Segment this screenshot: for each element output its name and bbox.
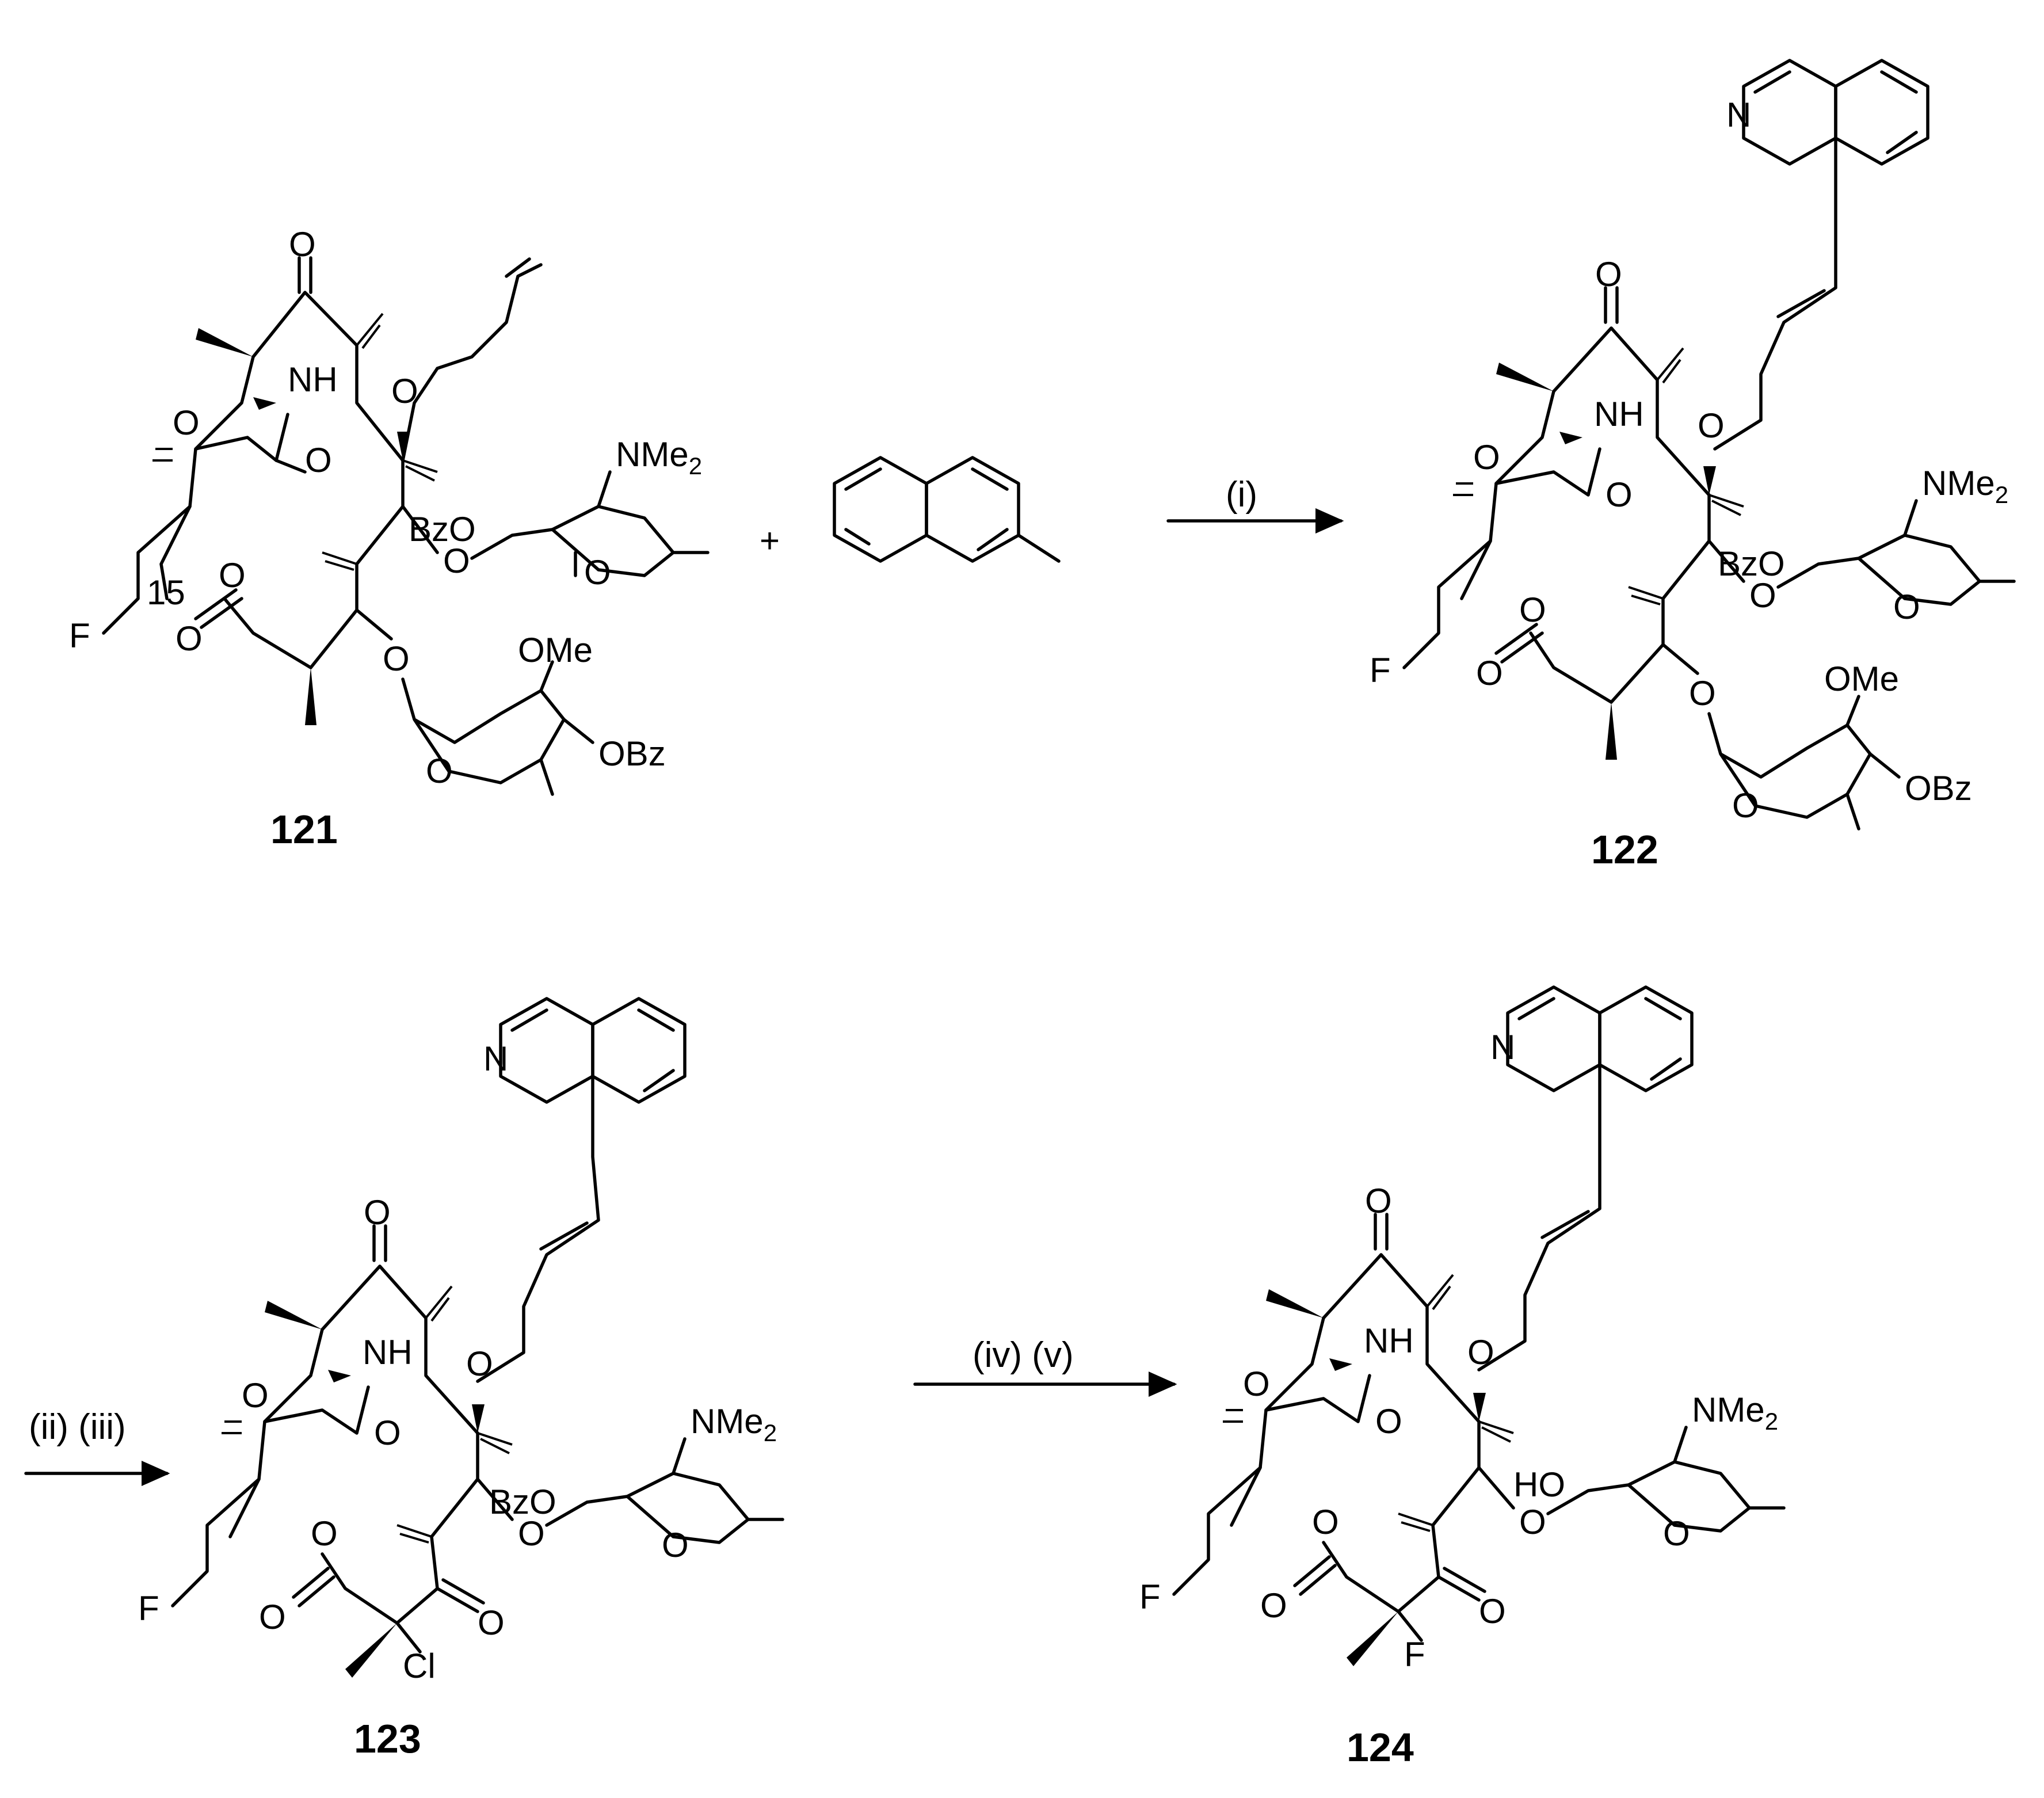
- condition-step-2: (ii) (iii): [29, 1407, 126, 1447]
- c121-carbamate-ring-o-label: O: [173, 403, 200, 442]
- compound-121: O NH O O O O O 15 F BzO NMe2 O O O O OMe…: [69, 225, 710, 852]
- c124-nme2-label: NMe2: [1692, 1391, 1778, 1435]
- c123-desosamine-o1-label: O: [518, 1514, 545, 1553]
- c123-nh-label: NH: [363, 1333, 413, 1372]
- c121-ester-o-label: O: [176, 619, 203, 658]
- compound-122: N O NH O O O O O F BzO NMe2 O O O O OMe …: [1370, 59, 2016, 872]
- c122-carbamate-ring-o-label: O: [1473, 438, 1500, 477]
- c123-carbamate-o-label: O: [374, 1414, 401, 1452]
- c123-quin-n-label: N: [483, 1039, 508, 1078]
- condition-step-3: (iv) (v): [973, 1335, 1074, 1375]
- plus-sign: +: [760, 521, 780, 560]
- c122-f-label: F: [1370, 651, 1391, 690]
- c124-quin-n-label: N: [1490, 1028, 1515, 1066]
- c122-quin-n-label: N: [1726, 96, 1751, 134]
- c121-ketone-o-label: O: [289, 225, 316, 264]
- c122-cladinose-o1-label: O: [1689, 674, 1716, 713]
- c123-keto3-o-label: O: [478, 1603, 505, 1642]
- c121-cladinose-o1-label: O: [383, 639, 410, 678]
- c124-nh-label: NH: [1364, 1321, 1414, 1360]
- c121-desosamine-o2-label: O: [584, 553, 611, 592]
- c123-number: 123: [354, 1716, 421, 1761]
- c124-ether-o-label: O: [1467, 1333, 1494, 1372]
- c124-ho-label: HO: [1513, 1465, 1565, 1504]
- c122-desosamine-o1-label: O: [1749, 576, 1776, 615]
- c121-ester-ring-o-label: O: [219, 556, 246, 595]
- c122-ester-o-label: O: [1476, 654, 1503, 692]
- quinoline-triflate: [833, 456, 1061, 563]
- c122-ome-label: OMe: [1824, 660, 1899, 698]
- c121-carbamate-o-label: O: [305, 441, 332, 479]
- c123-f-label: F: [138, 1589, 159, 1628]
- c121-c15-label: 15: [147, 573, 185, 612]
- c123-ester-o-label: O: [259, 1598, 286, 1636]
- c121-bzo-label: BzO: [409, 510, 476, 548]
- compound-123: N O NH O O O O O O F Cl BzO NMe2 O O 123: [138, 997, 784, 1761]
- c122-carbamate-o-label: O: [1606, 475, 1633, 514]
- c121-obz-label: OBz: [598, 734, 666, 773]
- c124-keto3-o-label: O: [1479, 1592, 1506, 1631]
- c124-carbamate-ring-o-label: O: [1243, 1365, 1270, 1403]
- c122-nme2-label: NMe2: [1922, 464, 2008, 508]
- c124-f2-label: F: [1404, 1635, 1425, 1674]
- c124-ester-ring-o-label: O: [1312, 1503, 1339, 1541]
- c123-bzo-label: BzO: [489, 1483, 556, 1521]
- c121-number: 121: [270, 807, 338, 852]
- c121-desosamine-o1-label: O: [443, 542, 470, 580]
- c122-nh-label: NH: [1594, 395, 1644, 433]
- c124-carbamate-o-label: O: [1375, 1402, 1402, 1441]
- c122-desosamine-o2-label: O: [1893, 588, 1920, 626]
- c122-cladinose-o2-label: O: [1732, 786, 1759, 825]
- c121-cladinose-o2-label: O: [426, 752, 453, 790]
- c121-ome-label: OMe: [518, 631, 593, 669]
- c124-f-label: F: [1139, 1578, 1161, 1616]
- c121-nh-label: NH: [288, 360, 338, 399]
- c121-allyl-o-label: O: [391, 372, 418, 410]
- c124-number: 124: [1347, 1725, 1414, 1770]
- c123-cl-label: Cl: [403, 1647, 436, 1685]
- c124-ketone-o-label: O: [1365, 1182, 1392, 1220]
- c123-carbamate-ring-o-label: O: [242, 1376, 269, 1415]
- c121-nme2-label: NMe2: [616, 435, 702, 479]
- compound-124: N O NH O O O O O O F F HO NMe2 O O 124: [1139, 985, 1786, 1770]
- c122-ether-o-label: O: [1698, 406, 1725, 445]
- c123-ketone-o-label: O: [364, 1193, 391, 1232]
- c123-desosamine-o2-label: O: [662, 1526, 689, 1564]
- c122-number: 122: [1591, 827, 1658, 872]
- c124-desosamine-o1-label: O: [1519, 1503, 1546, 1541]
- c123-nme2-label: NMe2: [691, 1402, 777, 1446]
- c123-ether-o-label: O: [466, 1344, 493, 1383]
- c124-ester-o-label: O: [1260, 1586, 1287, 1625]
- c123-ester-ring-o-label: O: [311, 1514, 338, 1553]
- c122-ketone-o-label: O: [1595, 255, 1622, 294]
- c122-obz-label: OBz: [1905, 769, 1972, 807]
- c122-bzo-label: BzO: [1718, 544, 1785, 583]
- c122-ester-ring-o-label: O: [1519, 591, 1546, 629]
- c121-f-label: F: [69, 616, 90, 655]
- c124-desosamine-o2-label: O: [1663, 1514, 1690, 1553]
- condition-step-1: (i): [1226, 475, 1257, 515]
